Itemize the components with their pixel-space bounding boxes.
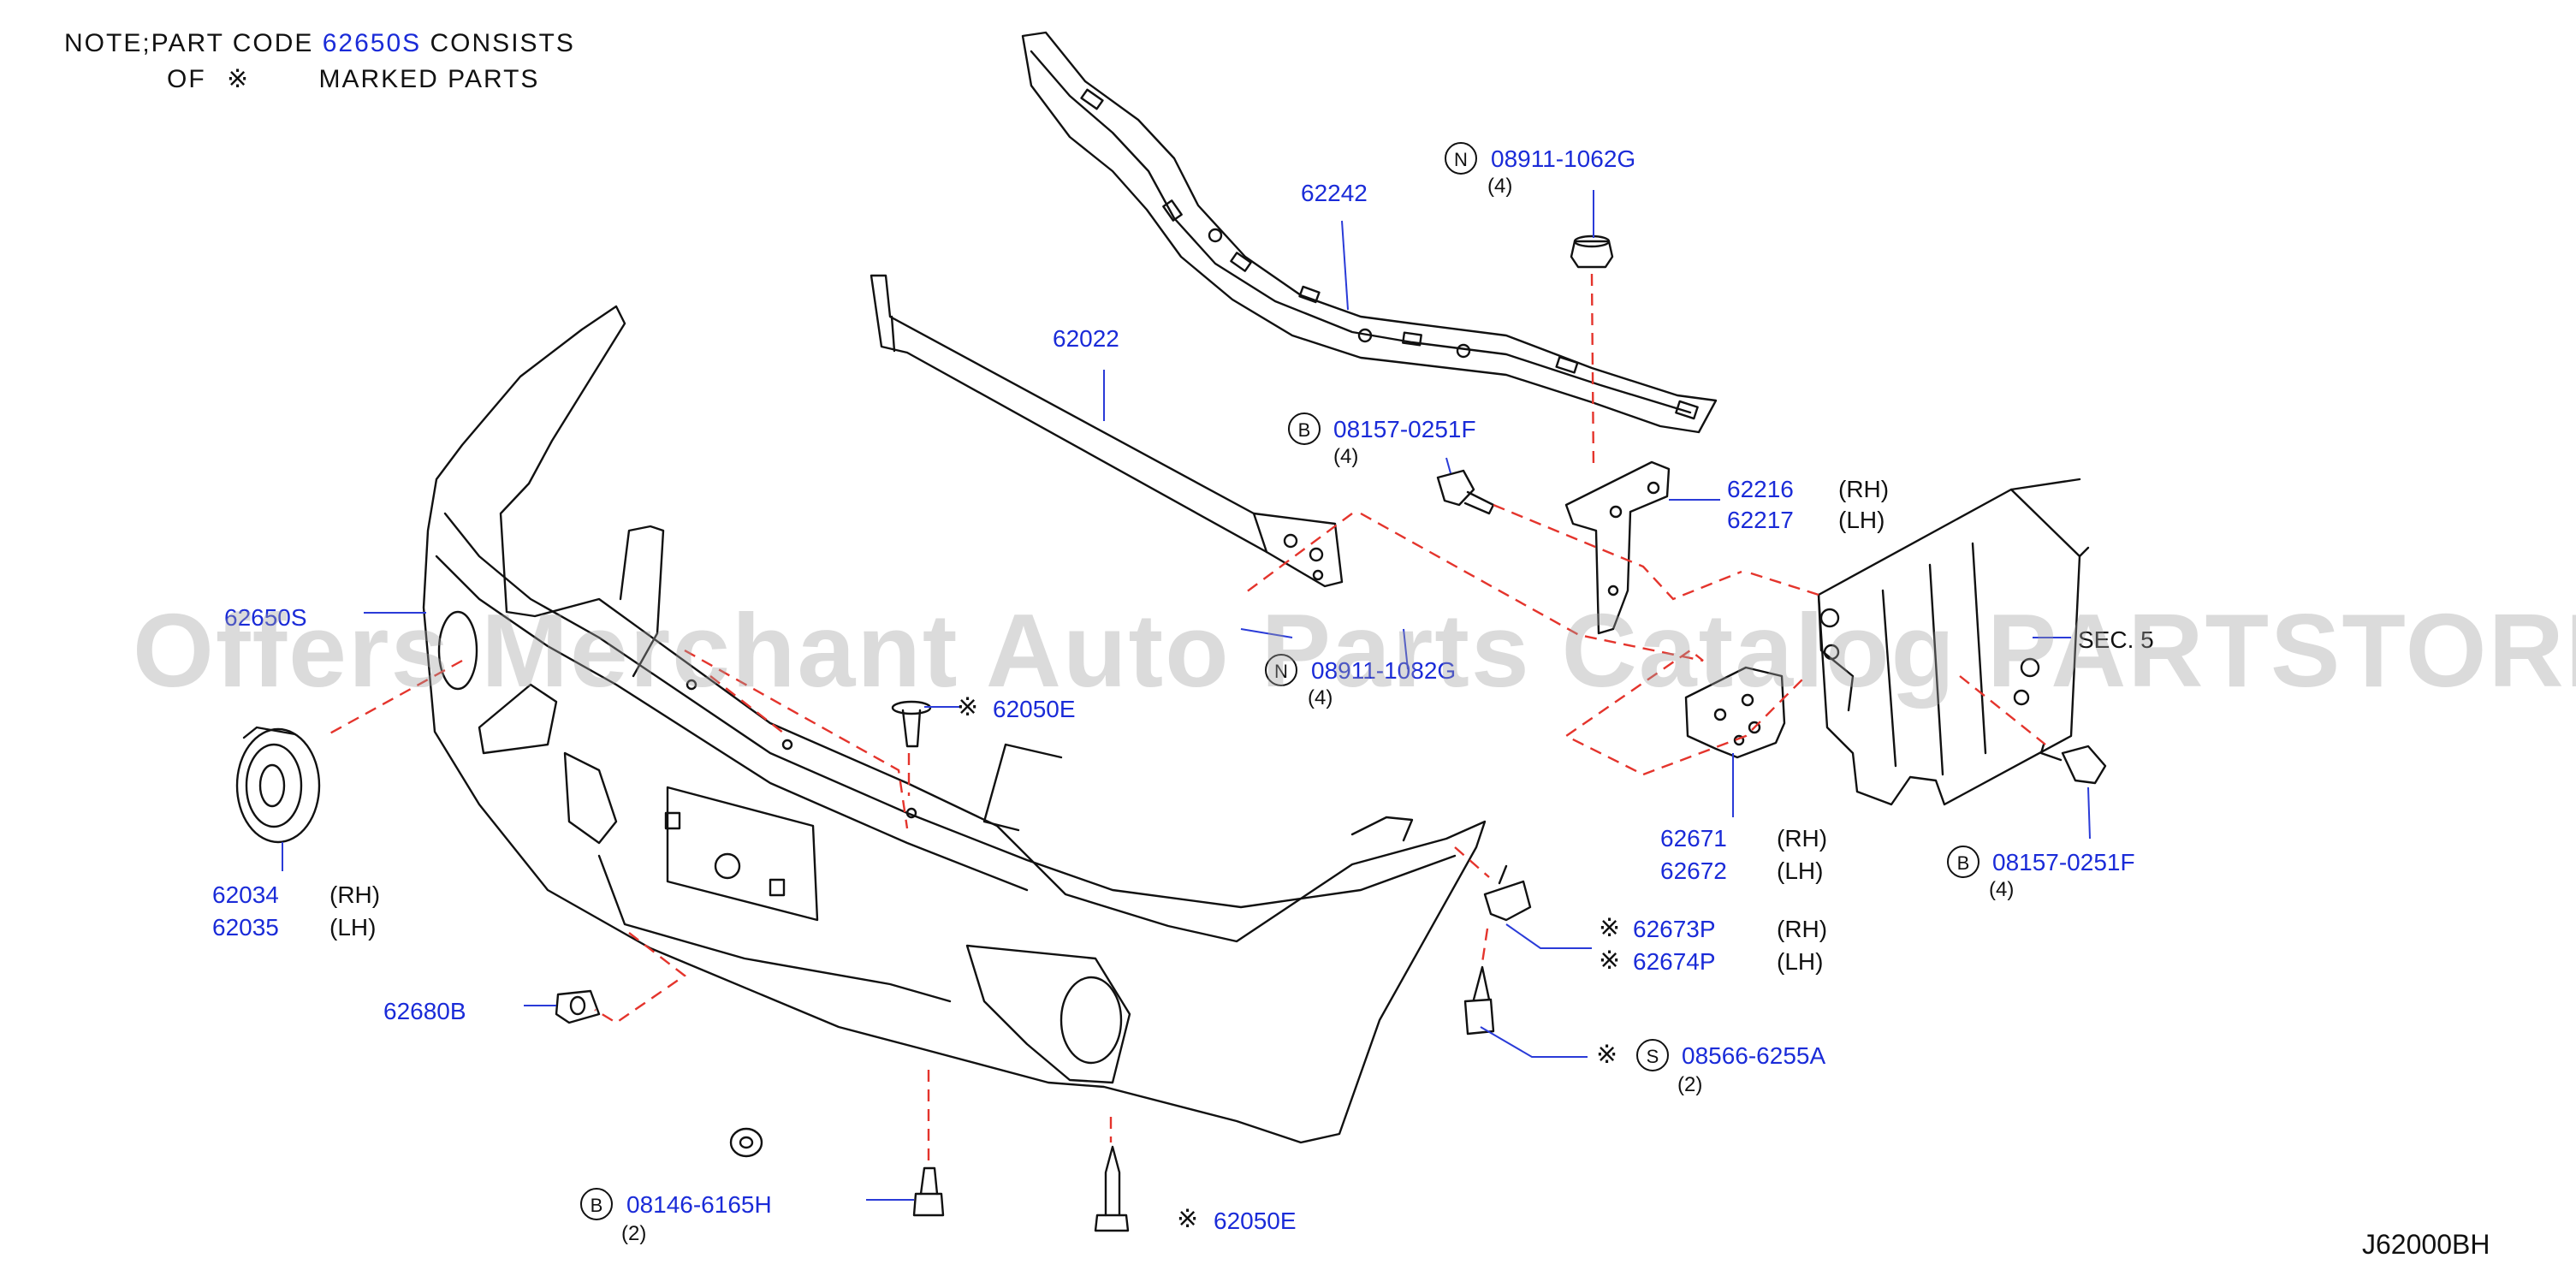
label-62217[interactable]: 62217 — [1727, 507, 1794, 533]
prefix-b-circle-3: B — [580, 1188, 613, 1220]
note-line-1: NOTE;PART CODE 62650S CONSISTS — [64, 31, 575, 56]
mark-62050E-upper: ※ — [957, 693, 979, 721]
screw-62050E-lower — [1094, 1145, 1130, 1232]
upper-rail-62242 — [1021, 31, 1718, 434]
side-62217: (LH) — [1838, 507, 1885, 533]
label-62673P[interactable]: 62673P — [1633, 916, 1716, 942]
mark-08566: ※ — [1596, 1041, 1618, 1069]
label-08911-1062G[interactable]: 08911-1062G — [1491, 145, 1636, 172]
qty-08157-upper: (4) — [1333, 445, 1359, 468]
side-62674P: (LH) — [1777, 948, 1824, 975]
mark-62050E-lower: ※ — [1177, 1205, 1199, 1233]
qty-08566: (2) — [1677, 1073, 1703, 1096]
side-62216: (RH) — [1838, 476, 1890, 502]
fog-lamp-62034 — [235, 726, 321, 844]
qty-08911-1062G: (4) — [1487, 175, 1513, 198]
label-62050E-lower[interactable]: 62050E — [1214, 1208, 1297, 1234]
note-line-2: OF ※ MARKED PARTS — [167, 67, 539, 92]
side-62671: (RH) — [1777, 825, 1828, 852]
qty-08146: (2) — [621, 1222, 647, 1245]
watermark: Offers Merchant Auto Parts Catalog PARTS… — [133, 592, 2576, 709]
section-reference[interactable]: SEC. 5 — [2078, 626, 2154, 653]
prefix-s-circle: S — [1636, 1039, 1669, 1071]
label-62674P[interactable]: 62674P — [1633, 948, 1716, 975]
note-line1-code[interactable]: 62650S — [322, 29, 422, 57]
note-line1-prefix: NOTE;PART CODE — [64, 29, 314, 57]
label-62671[interactable]: 62671 — [1660, 825, 1727, 852]
mark-62673P: ※ — [1599, 914, 1621, 942]
side-62034: (RH) — [329, 881, 381, 908]
clip-62680B — [555, 989, 601, 1024]
bumper-fascia-62650S — [422, 305, 1487, 1144]
label-08157-0251F-lower[interactable]: 08157-0251F — [1992, 849, 2135, 875]
bolt-08157-lower — [2039, 743, 2107, 785]
label-62035[interactable]: 62035 — [212, 914, 279, 941]
label-08911-1082G[interactable]: 08911-1082G — [1311, 657, 1457, 684]
label-62650S[interactable]: 62650S — [224, 604, 307, 631]
label-08146-6165H[interactable]: 08146-6165H — [626, 1191, 772, 1218]
label-62022[interactable]: 62022 — [1053, 325, 1119, 352]
side-62672: (LH) — [1777, 858, 1824, 884]
bracket-62216 — [1564, 460, 1671, 635]
nut-lower — [729, 1127, 763, 1158]
label-62672[interactable]: 62672 — [1660, 858, 1727, 884]
note-line1-suffix: CONSISTS — [430, 29, 575, 57]
note-line2-prefix: OF — [167, 65, 206, 93]
prefix-b-circle-2: B — [1947, 846, 1979, 878]
screw-08566 — [1463, 965, 1495, 1036]
mark-62674P: ※ — [1599, 947, 1621, 975]
nut-08911-1062G — [1570, 234, 1614, 269]
qty-08911-1082G: (4) — [1308, 686, 1333, 709]
label-62050E-upper[interactable]: 62050E — [993, 696, 1076, 722]
label-62242[interactable]: 62242 — [1301, 180, 1368, 206]
label-08157-0251F-upper[interactable]: 08157-0251F — [1333, 416, 1476, 442]
prefix-n-circle: N — [1445, 142, 1477, 175]
note-line2-mark: ※ — [227, 65, 251, 93]
qty-08157-lower: (4) — [1989, 878, 2015, 901]
label-62216[interactable]: 62216 — [1727, 476, 1794, 502]
note-line2-suffix: MARKED PARTS — [318, 65, 540, 93]
side-62673P: (RH) — [1777, 916, 1828, 942]
prefix-b-circle: B — [1288, 412, 1321, 445]
body-frame-sec5 — [1817, 478, 2090, 806]
side-62035: (LH) — [329, 914, 377, 941]
label-62680B[interactable]: 62680B — [383, 998, 466, 1024]
label-08566-6255A[interactable]: 08566-6255A — [1682, 1042, 1826, 1069]
clip-62673P — [1483, 864, 1532, 922]
bolt-08146 — [912, 1166, 945, 1217]
bolt-08157-upper — [1436, 469, 1495, 515]
bracket-62671 — [1684, 666, 1786, 759]
figure-code: J62000BH — [2362, 1229, 2490, 1260]
label-62034[interactable]: 62034 — [212, 881, 279, 908]
prefix-n-circle-2: N — [1265, 654, 1297, 686]
reinforcement-62022 — [870, 274, 1344, 588]
